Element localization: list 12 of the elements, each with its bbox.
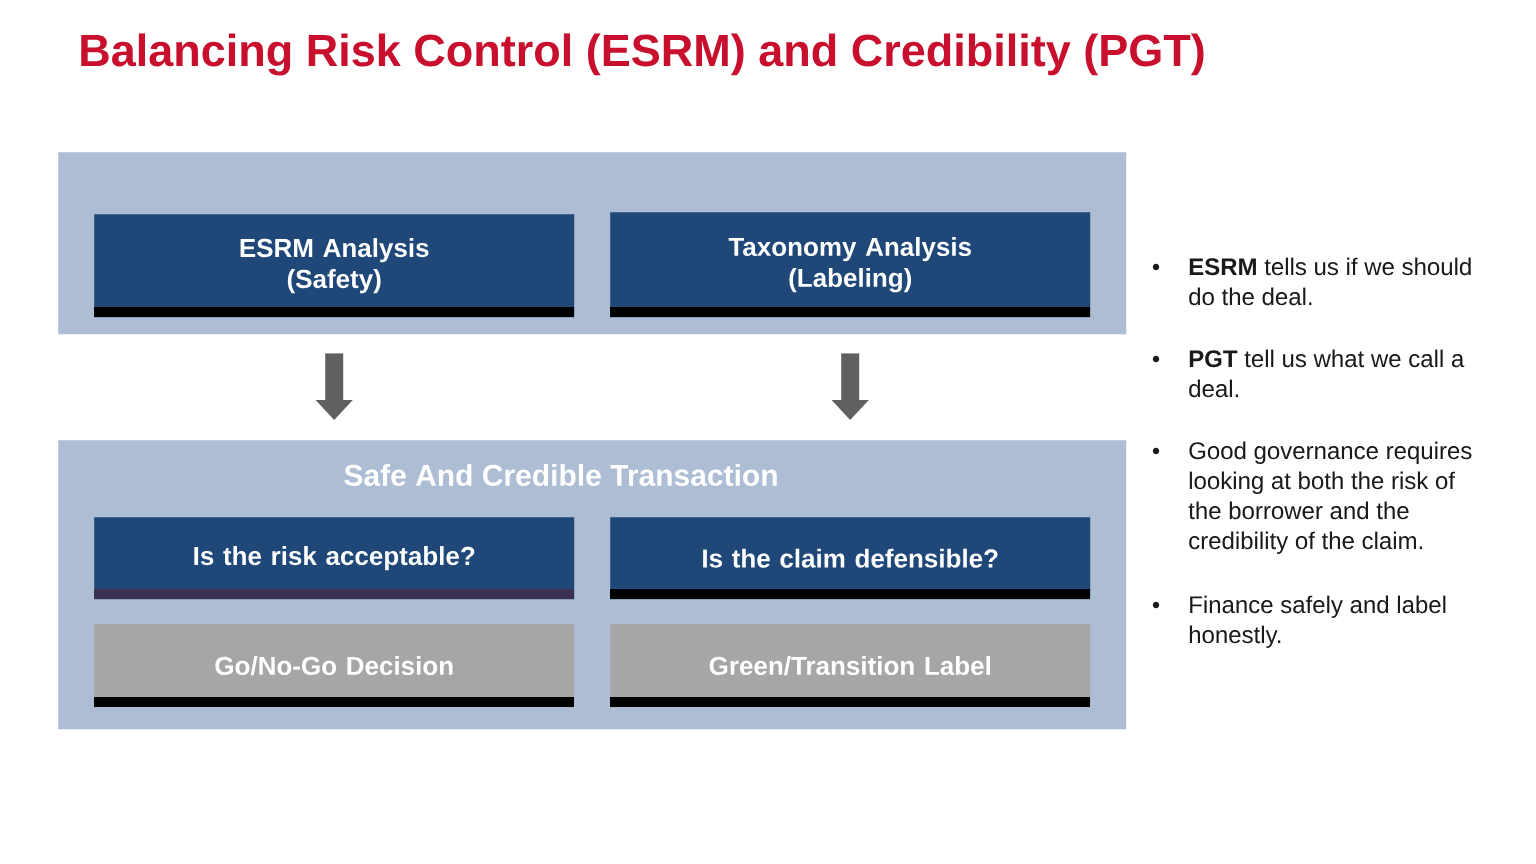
process-box: Is the claim defensible?	[610, 517, 1091, 600]
bullet-text: ESRM tells us if we should do the deal.	[1189, 257, 1471, 306]
process-box: Is the risk acceptable?	[94, 517, 575, 600]
slide-title: Balancing Risk Control (ESRM) and Credibility (PGT)	[81, 33, 1204, 76]
process-box: Green/Transition Label	[610, 624, 1091, 708]
bullet-text: Good governance requires looking at both the risk of the borrower and the credibility of the claim.	[1188, 441, 1472, 554]
process-box: Taxonomy Analysis (Labeling)	[610, 212, 1091, 318]
panel-heading: Safe And Credible Transaction	[344, 464, 777, 486]
process-box: Go/No-Go Decision	[94, 624, 575, 708]
bullet-text: Finance safely and label honestly.	[1189, 595, 1446, 648]
bullet-text: PGT tell us what we call a deal.	[1189, 349, 1465, 398]
process-box: ESRM Analysis (Safety)	[94, 214, 575, 318]
